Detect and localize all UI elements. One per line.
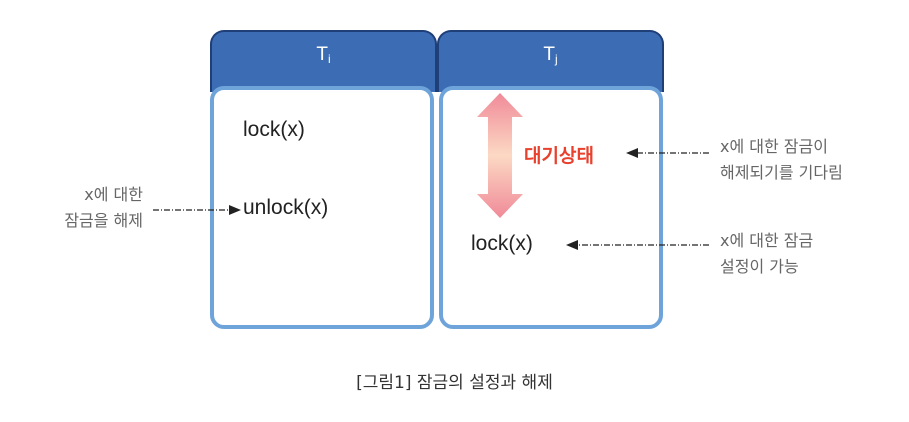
tj-body — [439, 86, 663, 329]
right-top-annotation: x에 대한 잠금이 해제되기를 기다림 — [720, 134, 843, 186]
right-top-annotation-line2: 해제되기를 기다림 — [720, 163, 843, 182]
ti-title-subscript: i — [327, 52, 331, 66]
ti-title: Ti — [210, 44, 437, 66]
right-bottom-annotation: x에 대한 잠금 설정이 가능 — [720, 228, 813, 280]
right-top-arrowhead-icon — [626, 148, 638, 158]
right-bottom-annotation-line1: x에 대한 잠금 — [720, 231, 814, 250]
left-annotation-line1: x에 대한 — [84, 185, 143, 204]
right-top-annotation-line1: x에 대한 잠금이 — [720, 137, 828, 156]
left-annotation-line2: 잠금을 해제 — [64, 211, 143, 230]
right-bottom-annotation-line2: 설정이 가능 — [720, 257, 799, 276]
left-annotation: x에 대한 잠금을 해제 — [64, 182, 143, 234]
tj-lock-op: lock(x) — [471, 232, 533, 255]
tj-title-name: T — [543, 44, 555, 65]
tj-title: Tj — [437, 44, 664, 66]
ti-title-name: T — [316, 44, 328, 65]
tj-title-subscript: j — [554, 52, 558, 66]
left-arrowhead-icon — [229, 205, 241, 215]
tj-header — [437, 30, 664, 92]
ti-header — [210, 30, 437, 92]
tj-wait-state: 대기상태 — [524, 145, 594, 167]
right-bottom-arrowhead-icon — [566, 240, 578, 250]
wait-double-arrow-icon — [477, 93, 523, 218]
figure-caption: [그림1] 잠금의 설정과 해제 — [356, 373, 553, 393]
ti-body — [210, 86, 434, 329]
ti-lock-op: lock(x) — [243, 118, 305, 141]
ti-unlock-op: unlock(x) — [243, 196, 329, 219]
